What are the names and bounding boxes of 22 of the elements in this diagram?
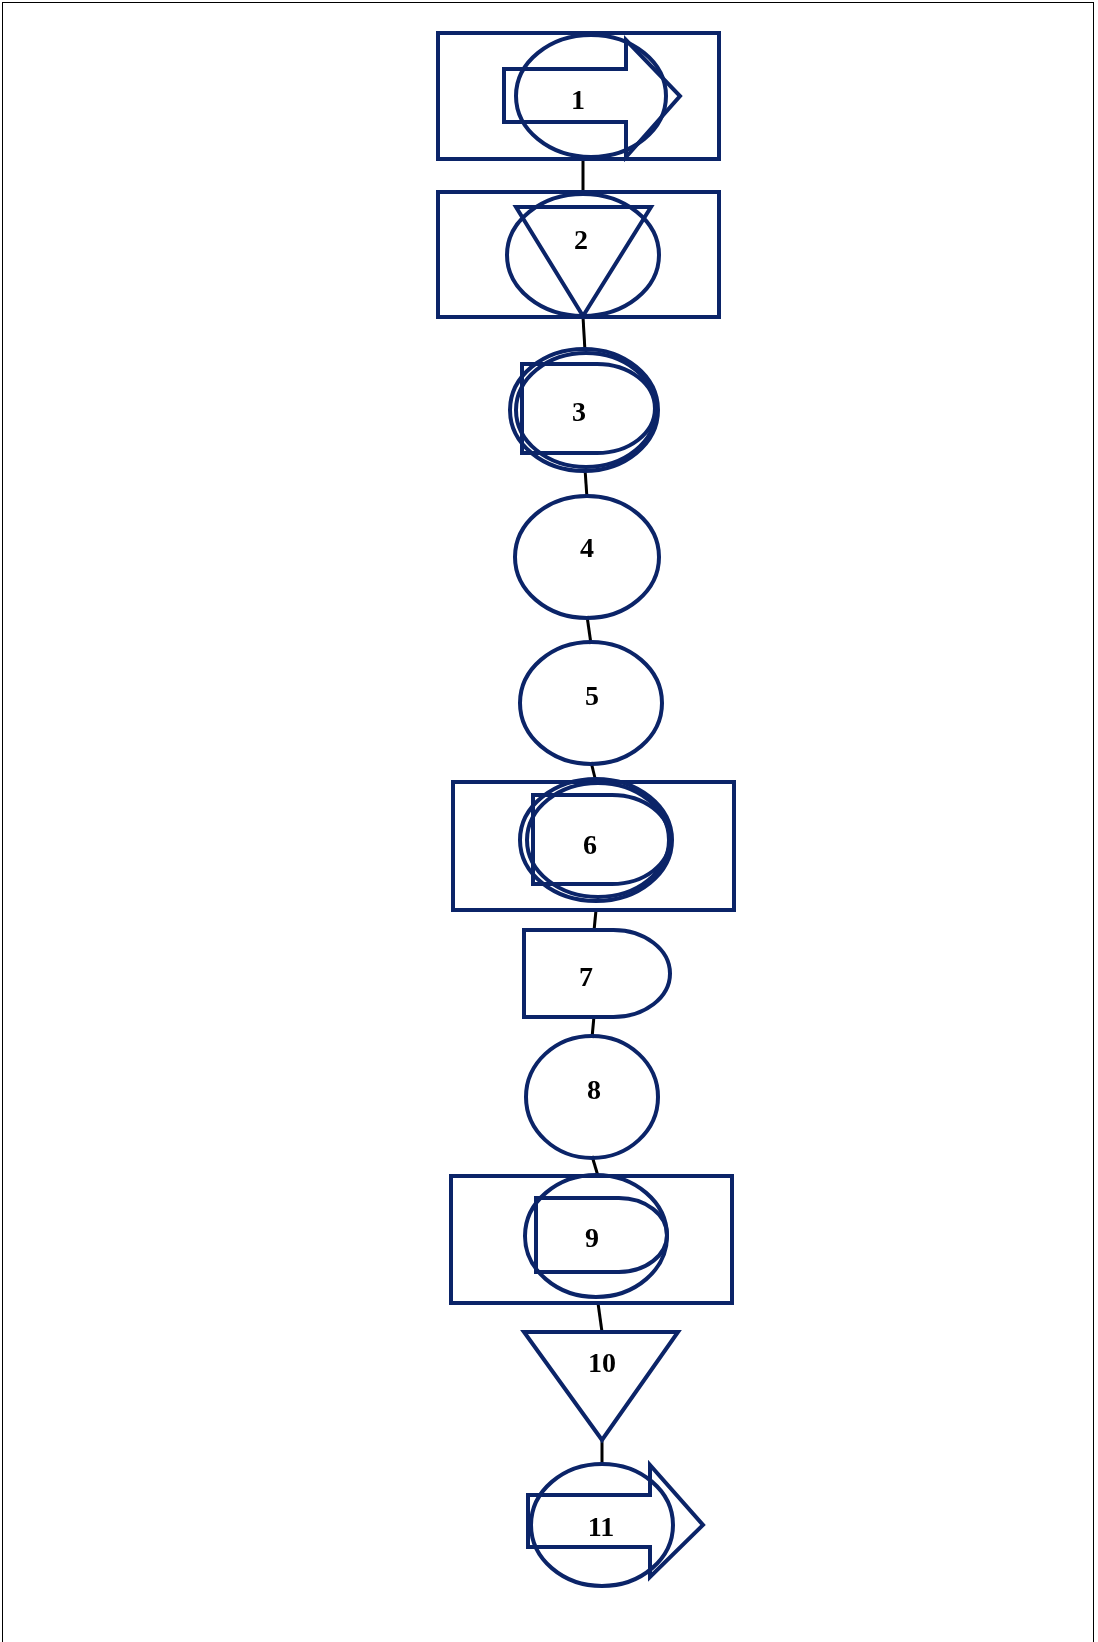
process-chart-symbol (523, 929, 671, 1018)
process-chart-symbol (526, 1036, 658, 1158)
step-number: 1 (571, 86, 585, 114)
process-chart-symbol (522, 1330, 680, 1442)
step-number: 10 (588, 1349, 616, 1377)
step-number: 6 (583, 831, 597, 859)
process-chart-symbol (515, 496, 659, 618)
process-chart-symbol (510, 349, 658, 471)
step-number: 8 (587, 1076, 601, 1104)
step-number: 9 (585, 1224, 599, 1252)
process-chart-symbol (436, 190, 721, 319)
step-number: 4 (580, 534, 594, 562)
process-chart-symbol (520, 642, 662, 764)
connector-line (596, 1302, 604, 1333)
process-chart-symbol (449, 1174, 734, 1305)
step-number: 7 (579, 963, 593, 991)
step-number: 2 (574, 226, 588, 254)
step-number: 3 (572, 398, 586, 426)
connector-line (581, 159, 585, 192)
process-chart-symbol (451, 780, 736, 912)
step-number: 5 (585, 682, 599, 710)
process-chart-symbol (436, 31, 721, 161)
